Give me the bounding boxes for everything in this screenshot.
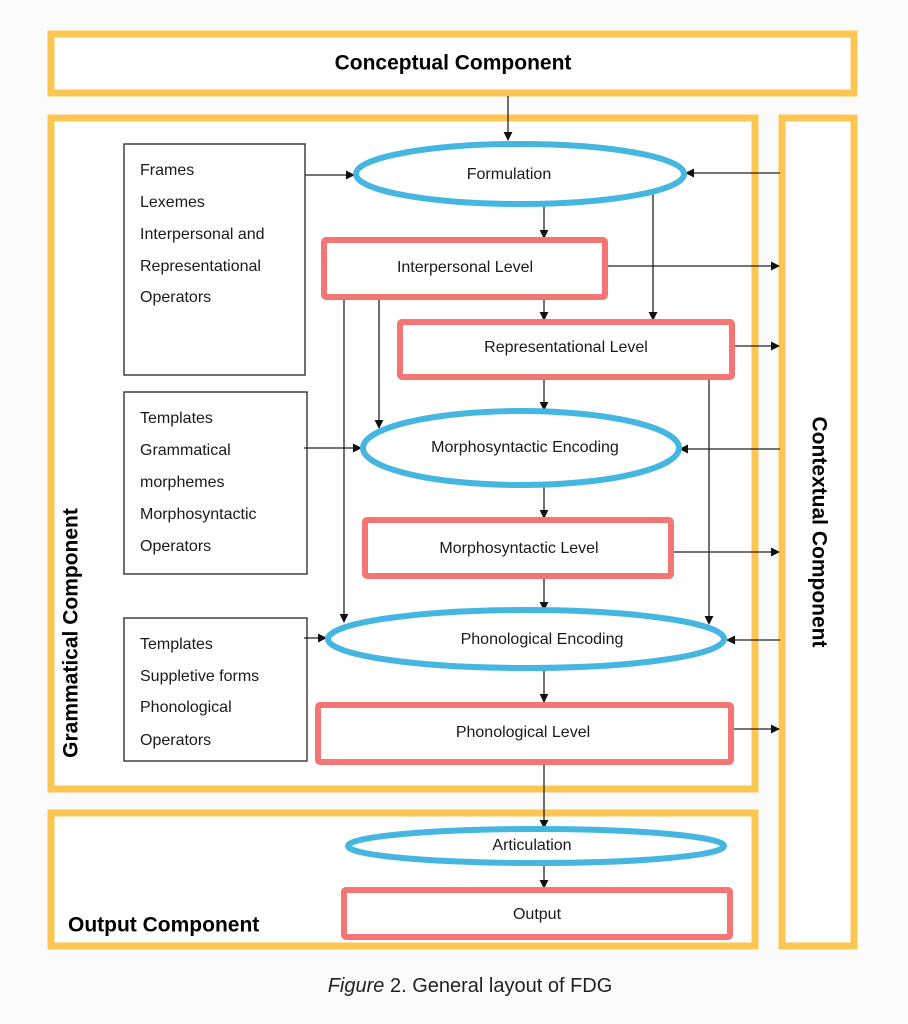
articulation-ellipse	[345, 826, 727, 866]
output-component-label: Output Component	[68, 914, 259, 937]
morphosyntactic-level-node: Morphosyntactic Level	[362, 517, 674, 579]
source-item: Operators	[140, 538, 211, 555]
source-item: Operators	[140, 289, 211, 306]
source-item: Interpersonal and	[140, 226, 265, 243]
figure-caption: Figure 2. General layout of FDG	[328, 975, 613, 997]
output-box	[341, 887, 733, 940]
interpersonal-level-box	[321, 237, 608, 300]
morphosyntactic-inputs-frame	[123, 391, 308, 575]
representational-level-box	[397, 319, 735, 380]
formulation-ellipse	[353, 141, 687, 207]
caption-prefix: Figure	[328, 975, 385, 997]
morphosyntactic-inputs-box: Templates Grammatical morphemes Morphosy…	[123, 391, 308, 575]
morphosyntactic-encoding-node: Morphosyntactic Encoding	[360, 408, 682, 488]
morphosyntactic-level-label: Morphosyntactic Level	[439, 540, 598, 557]
contextual-component-label: Contextual Component	[807, 417, 830, 648]
phonological-level-box	[315, 702, 734, 765]
output-node: Output	[341, 887, 733, 940]
articulation-node: Articulation	[345, 826, 727, 866]
formulation-node: Formulation	[353, 141, 687, 207]
contextual-component: Contextual Component	[778, 114, 858, 950]
contextual-component-box	[778, 114, 858, 950]
connectors	[304, 96, 780, 889]
phonological-level-label: Phonological Level	[456, 724, 590, 741]
conceptual-component-box	[47, 30, 858, 97]
formulation-inputs-frame	[123, 143, 306, 376]
formulation-label: Formulation	[467, 166, 551, 183]
morphosyntactic-encoding-ellipse	[360, 408, 682, 488]
source-item: Frames	[140, 162, 194, 179]
source-item: Templates	[140, 410, 213, 427]
source-item: Lexemes	[140, 194, 205, 211]
interpersonal-level-node: Interpersonal Level	[321, 237, 608, 300]
source-item: Representational	[140, 258, 261, 275]
source-item: Operators	[140, 732, 211, 749]
representational-level-node: Representational Level	[397, 319, 735, 380]
phonological-inputs-box: Templates Suppletive forms Phonological …	[123, 617, 308, 762]
phonological-inputs-frame	[123, 617, 308, 762]
morphosyntactic-encoding-label: Morphosyntactic Encoding	[431, 439, 619, 456]
source-item: Phonological	[140, 699, 232, 716]
articulation-label: Articulation	[492, 837, 571, 854]
formulation-inputs-box: Frames Lexemes Interpersonal and Represe…	[123, 143, 306, 376]
interpersonal-level-label: Interpersonal Level	[397, 259, 533, 276]
output-label: Output	[513, 906, 562, 923]
conceptual-component: Conceptual Component	[47, 30, 858, 97]
phonological-encoding-node: Phonological Encoding	[325, 607, 727, 671]
phonological-encoding-ellipse	[325, 607, 727, 671]
caption-rest: 2. General layout of FDG	[384, 975, 612, 997]
source-item: Suppletive forms	[140, 668, 259, 685]
source-item: Morphosyntactic	[140, 506, 257, 523]
source-item: Templates	[140, 636, 213, 653]
morphosyntactic-level-box	[362, 517, 674, 579]
source-item: morphemes	[140, 474, 224, 491]
representational-level-label: Representational Level	[484, 339, 648, 356]
source-item: Grammatical	[140, 442, 231, 459]
conceptual-component-label: Conceptual Component	[335, 52, 572, 75]
phonological-encoding-label: Phonological Encoding	[461, 631, 624, 648]
grammatical-component-label: Grammatical Component	[60, 508, 83, 758]
phonological-level-node: Phonological Level	[315, 702, 734, 765]
